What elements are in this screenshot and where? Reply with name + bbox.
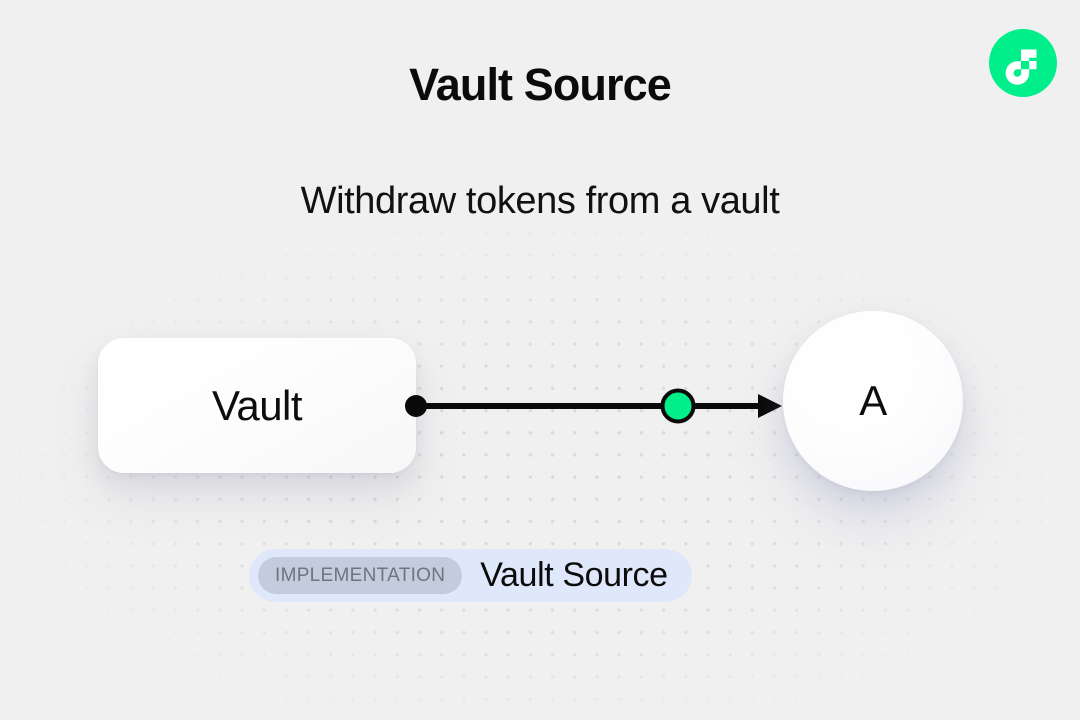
connector-dot-icon [405,395,427,417]
implementation-badge-tag: IMPLEMENTATION [258,557,463,594]
node-vault[interactable]: Vault [98,338,416,473]
token-node-icon [660,388,696,424]
arrow-head-icon [758,394,782,418]
implementation-badge: IMPLEMENTATION Vault Source [249,549,692,602]
page-title: Vault Source [409,59,672,110]
flow-logo-icon [989,29,1057,97]
node-vault-label: Vault [211,381,303,429]
implementation-badge-name: Vault Source [480,556,668,594]
page-subtitle: Withdraw tokens from a vault [300,180,780,222]
node-a[interactable]: A [783,311,963,491]
node-a-label: A [859,377,887,424]
